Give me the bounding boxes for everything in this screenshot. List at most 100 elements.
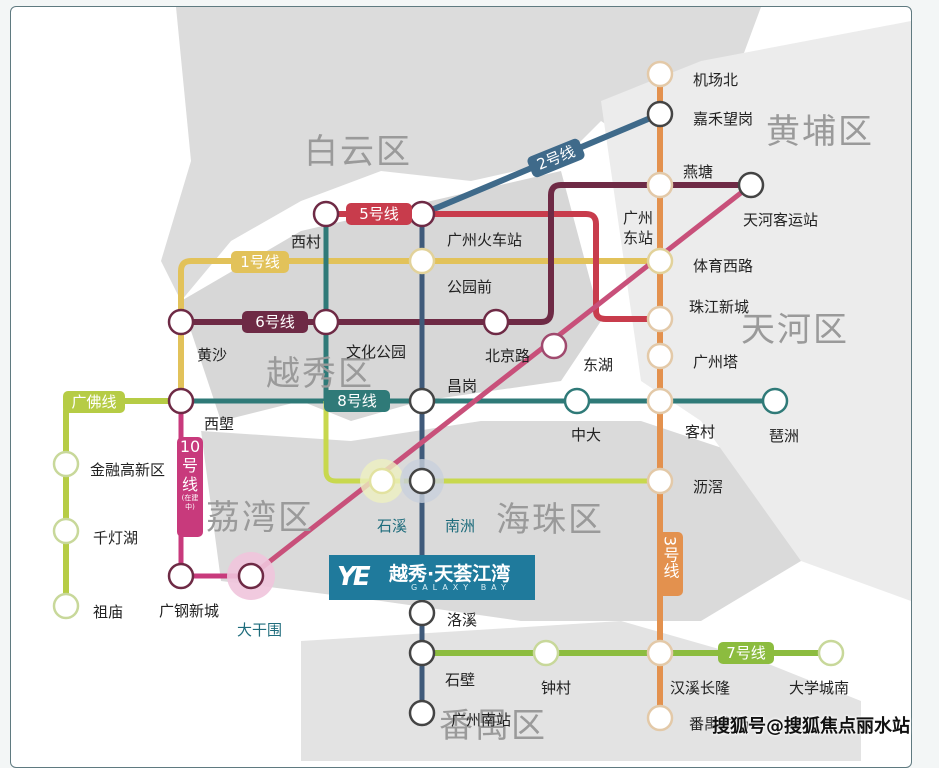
station-kecun <box>646 387 674 415</box>
district-huangpu: 黄埔区 <box>766 112 874 152</box>
label-zhongda: 中大 <box>571 426 602 444</box>
line10-badge-note: (在建中) <box>181 494 199 511</box>
label-hanxichanglong: 汉溪长隆 <box>670 679 731 697</box>
watermark: 搜狐号@搜狐焦点丽水站 <box>712 716 910 737</box>
station-beijinglu <box>482 308 510 336</box>
district-yuexiu: 越秀区 <box>266 354 374 394</box>
district-haizhu: 海珠区 <box>496 500 604 540</box>
label-zhongcun: 钟村 <box>541 679 572 697</box>
line5-badge: 5号线 <box>346 203 412 225</box>
station-markers <box>52 60 845 732</box>
station-xicun <box>312 200 340 228</box>
label-zumiao: 祖庙 <box>93 603 124 621</box>
label-dagangwei: 大干围 <box>237 621 283 639</box>
label-guangzhoudongzhan-1: 广州 <box>623 209 654 227</box>
tianhe-area <box>601 21 911 601</box>
baiyun-area <box>161 7 761 301</box>
label-zhujiangxincheng: 珠江新城 <box>689 298 750 316</box>
station-guangzhouhuochezhan <box>408 200 436 228</box>
line1-track <box>178 258 660 401</box>
station-luoxi <box>408 599 436 627</box>
station-gongyuanqian <box>408 247 436 275</box>
district-tianhe: 天河区 <box>741 310 849 350</box>
line10-badge-char1: 号 <box>181 456 198 475</box>
label-xilang: 西塱 <box>204 415 235 433</box>
label-gongyuanqian: 公园前 <box>447 278 493 296</box>
label-kecun: 客村 <box>685 423 716 441</box>
line10-badge-number: 10 <box>179 437 201 456</box>
line6-track <box>181 182 751 325</box>
district-baiyun: 白云区 <box>304 132 412 172</box>
station-shibi <box>408 639 436 667</box>
line6-badge: 6号线 <box>242 311 308 333</box>
district-panyu: 番禺区 <box>439 706 547 746</box>
label-yantang: 燕塘 <box>683 163 714 181</box>
station-jichangbei <box>646 60 674 88</box>
label-lijiao: 沥滘 <box>693 478 724 496</box>
line5-track <box>326 211 660 322</box>
developer-logo-icon: YE <box>337 562 371 592</box>
station-qiandenghu <box>52 517 80 545</box>
yuexiu-area <box>181 171 601 421</box>
label-changgang: 昌岗 <box>447 377 478 395</box>
station-jiahewanggang <box>646 100 674 128</box>
station-panyuguangchang <box>646 704 674 732</box>
label-tiyuxilu: 体育西路 <box>693 257 754 275</box>
district-liwan: 荔湾区 <box>206 498 314 538</box>
station-daxuechengnan <box>817 639 845 667</box>
label-tianhekeyunzhan: 天河客运站 <box>743 211 819 229</box>
station-zumiao <box>52 592 80 620</box>
station-shixi <box>368 467 396 495</box>
guangfo-east-track <box>323 401 660 484</box>
label-pazhou: 琶洲 <box>769 427 800 445</box>
station-changgang <box>408 387 436 415</box>
label-qiandenghu: 千灯湖 <box>93 529 139 547</box>
line3-badge: 3号线 <box>657 532 683 596</box>
label-jichangbei: 机场北 <box>693 71 739 89</box>
station-donghu <box>540 332 568 360</box>
label-guangzhouhuochezhan: 广州火车站 <box>447 231 523 249</box>
label-panyuguangchang: 番禺广场 <box>689 715 750 733</box>
station-guangzhounanzhan <box>408 699 436 727</box>
label-nanzhou: 南洲 <box>445 517 476 535</box>
label-guangzhoudongzhan-2: 东站 <box>623 229 654 247</box>
station-lijiao <box>646 467 674 495</box>
line10-badge-char2: 线 <box>181 475 198 494</box>
line1-badge: 1号线 <box>231 251 289 273</box>
station-wenhuagongyuan <box>312 308 340 336</box>
label-shixi: 石溪 <box>377 517 408 535</box>
station-tiyuxilu <box>646 247 674 275</box>
station-guanggangxincheng <box>167 562 195 590</box>
label-wenhuagongyuan: 文化公园 <box>346 343 407 361</box>
station-yantang <box>646 171 674 199</box>
station-guangzhouta <box>646 342 674 370</box>
station-zhongcun <box>532 639 560 667</box>
line7-badge: 7号线 <box>718 642 774 664</box>
project-subtitle: GALAXY BAY <box>411 583 511 592</box>
label-huangsha: 黄沙 <box>197 346 228 364</box>
station-zhongda <box>563 387 591 415</box>
project-promo-banner: YE 越秀·天荟江湾 GALAXY BAY <box>329 555 535 600</box>
label-donghu: 东湖 <box>583 356 614 374</box>
station-xilang <box>167 387 195 415</box>
station-hanxichanglong <box>646 639 674 667</box>
line10-badge: 10 号 线 (在建中) <box>177 437 203 537</box>
project-name: 越秀·天荟江湾 <box>389 563 511 585</box>
guangfo-badge: 广佛线 <box>63 391 125 413</box>
station-dagangwei <box>237 562 265 590</box>
station-tianhekeyunzhan <box>737 171 765 199</box>
label-guanggangxincheng: 广钢新城 <box>159 602 220 620</box>
line8-badge: 8号线 <box>324 390 390 412</box>
station-nanzhou <box>408 467 436 495</box>
line-pink-diagonal-track <box>249 183 753 578</box>
label-luoxi: 洛溪 <box>447 611 478 629</box>
line3-badge-text: 3号线 <box>660 536 680 579</box>
label-xicun: 西村 <box>291 233 322 251</box>
label-daxuechengnan: 大学城南 <box>789 679 850 697</box>
metro-map-frame: 白云区 黄埔区 越秀区 天河区 荔湾区 海珠区 番禺区 2号线 5号线 1号线 … <box>10 6 912 768</box>
station-huangsha <box>167 308 195 336</box>
label-beijinglu: 北京路 <box>485 347 531 365</box>
station-jinronggaoxinqu <box>52 450 80 478</box>
label-shibi: 石壁 <box>445 671 476 689</box>
label-jiahewanggang: 嘉禾望岗 <box>693 110 754 128</box>
